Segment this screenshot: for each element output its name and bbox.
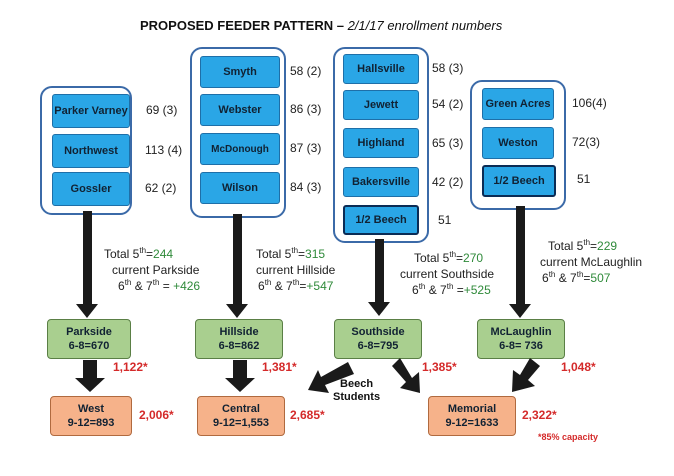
school-count: 106(4) xyxy=(572,96,607,110)
high-school-central: Central 9-12=1,553 xyxy=(197,396,285,436)
arrow-head xyxy=(76,304,98,318)
hillside-totals: Total 5th=315 current Hillside 6th & 7th… xyxy=(256,246,336,294)
school-half-beech: 1/2 Beech xyxy=(343,205,419,235)
high-school-detail: 9-12=1,553 xyxy=(213,417,269,429)
school-half-beech: 1/2 Beech xyxy=(482,165,556,197)
school-gossler: Gossler xyxy=(52,172,130,206)
arrow-head xyxy=(509,304,531,318)
middle-school-parkside: Parkside 6-8=670 xyxy=(47,319,131,359)
school-count: 62 (2) xyxy=(145,181,177,195)
school-count: 42 (2) xyxy=(432,175,464,189)
school-bakersville: Bakersville xyxy=(343,167,419,197)
arrow-head xyxy=(368,302,390,316)
high-school-detail: 9-12=1633 xyxy=(445,417,499,429)
page-title: PROPOSED FEEDER PATTERN – 2/1/17 enrollm… xyxy=(140,18,503,33)
arrow-southside-memorial xyxy=(392,358,420,393)
middle-school-detail: 6-8= 736 xyxy=(499,340,543,352)
high-school-name: Central xyxy=(222,402,260,415)
capacity-label: 1,122* xyxy=(113,360,148,374)
school-green-acres: Green Acres xyxy=(482,88,554,120)
school-count: 51 xyxy=(438,213,452,227)
capacity-label: 2,322* xyxy=(522,408,557,422)
school-weston: Weston xyxy=(482,127,554,159)
arrow-hillside-central xyxy=(225,360,255,392)
middle-school-detail: 6-8=670 xyxy=(68,340,110,352)
high-school-name: West xyxy=(77,402,105,415)
parkside-totals: Total 5th=244 current Parkside 6th & 7th… xyxy=(104,246,201,294)
capacity-label: 1,048* xyxy=(561,360,596,374)
school-mcdonough: McDonough xyxy=(200,133,280,165)
middle-school-name: Parkside xyxy=(66,325,112,338)
school-count: 84 (3) xyxy=(290,180,322,194)
high-school-memorial: Memorial 9-12=1633 xyxy=(428,396,516,436)
school-hallsville: Hallsville xyxy=(343,54,419,84)
school-jewett: Jewett xyxy=(343,90,419,120)
middle-school-hillside: Hillside 6-8=862 xyxy=(195,319,283,359)
school-smyth: Smyth xyxy=(200,56,280,88)
middle-school-detail: 6-8=795 xyxy=(357,340,399,352)
school-count: 54 (2) xyxy=(432,97,464,111)
school-count: 69 (3) xyxy=(146,103,178,117)
arrow-mclaughlin-memorial xyxy=(512,358,540,392)
school-highland: Highland xyxy=(343,128,419,158)
school-count: 58 (3) xyxy=(432,61,464,75)
school-count: 113 (4) xyxy=(145,143,183,157)
arrow-shaft xyxy=(233,214,242,304)
school-northwest: Northwest xyxy=(52,134,130,168)
school-count: 51 xyxy=(577,172,591,186)
arrow-head xyxy=(226,304,248,318)
school-count: 58 (2) xyxy=(290,64,322,78)
school-count: 65 (3) xyxy=(432,136,464,150)
beech-students-label: Beech Students xyxy=(333,378,381,404)
middle-school-mclaughlin: McLaughlin 6-8= 736 xyxy=(477,319,565,359)
school-parker-varney: Parker Varney xyxy=(52,94,130,128)
arrow-parkside-west xyxy=(75,360,105,392)
middle-school-southside: Southside 6-8=795 xyxy=(334,319,422,359)
high-school-west: West 9-12=893 xyxy=(50,396,132,436)
capacity-label: 1,385* xyxy=(422,360,457,374)
high-school-detail: 9-12=893 xyxy=(67,417,115,429)
arrow-shaft xyxy=(516,206,525,304)
capacity-footnote: *85% capacity xyxy=(538,432,599,442)
high-school-name: Memorial xyxy=(447,402,497,415)
school-count: 87 (3) xyxy=(290,141,322,155)
arrow-southside-central xyxy=(308,362,354,393)
school-count: 86 (3) xyxy=(290,102,322,116)
southside-totals: Total 5th=270 current Southside 6th & 7t… xyxy=(400,250,495,298)
school-webster: Webster xyxy=(200,94,280,126)
capacity-label: 2,006* xyxy=(139,408,174,422)
middle-school-name: Hillside xyxy=(219,325,259,338)
capacity-label: 2,685* xyxy=(290,408,325,422)
middle-school-detail: 6-8=862 xyxy=(218,340,260,352)
arrow-shaft xyxy=(375,239,384,303)
middle-school-name: McLaughlin xyxy=(490,325,552,338)
arrow-shaft xyxy=(83,211,92,304)
mclaughlin-totals: Total 5th=229 current McLaughlin 6th & 7… xyxy=(540,238,643,286)
capacity-label: 1,381* xyxy=(262,360,297,374)
school-wilson: Wilson xyxy=(200,172,280,204)
middle-school-name: Southside xyxy=(351,325,405,338)
school-count: 72(3) xyxy=(572,135,601,149)
